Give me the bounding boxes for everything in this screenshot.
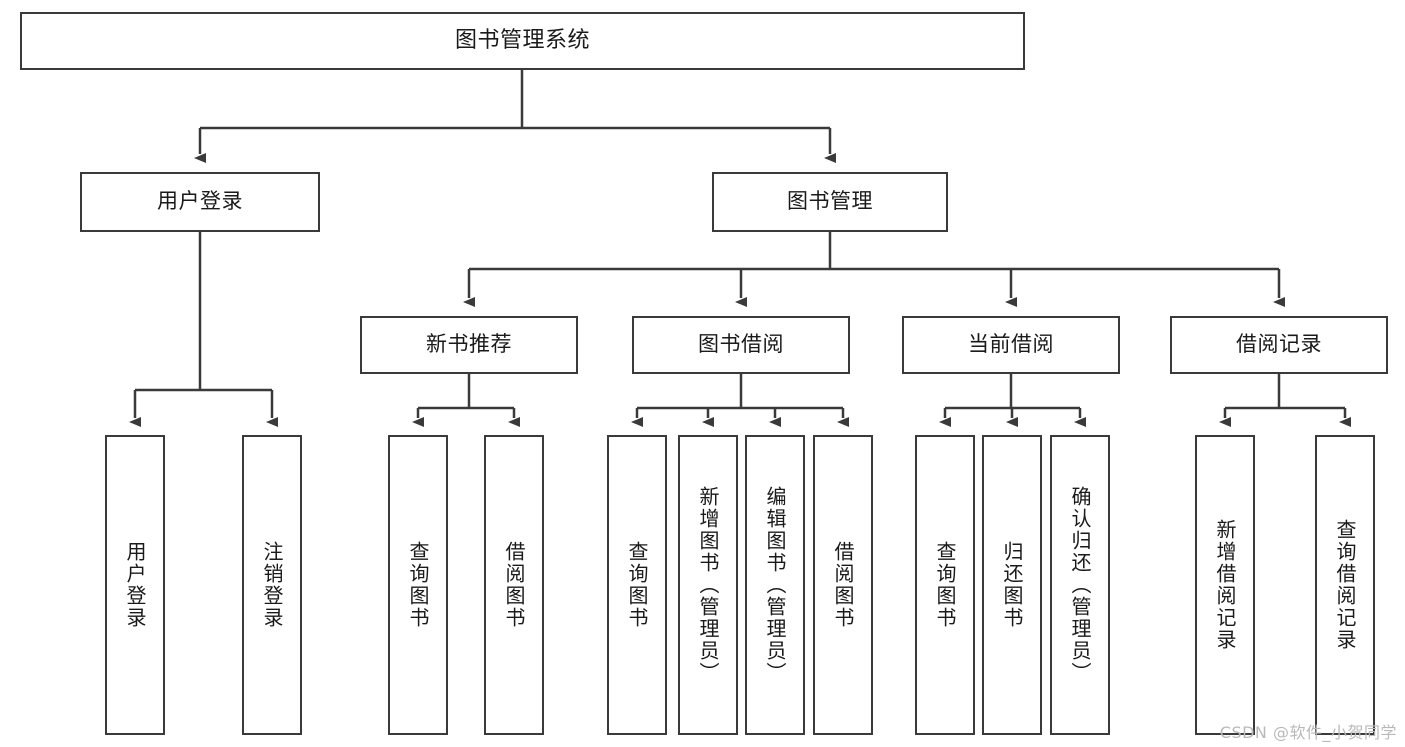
node-leaf-logout[interactable]: 注销登录 <box>242 435 302 735</box>
node-leaf-add-book[interactable]: 新增图书（管理员） <box>678 435 738 735</box>
node-label: 借阅图书 <box>831 541 855 629</box>
node-leaf-borrow-book-1[interactable]: 借阅图书 <box>484 435 544 735</box>
node-borrow-record[interactable]: 借阅记录 <box>1170 316 1388 374</box>
node-leaf-borrow-book-2[interactable]: 借阅图书 <box>813 435 873 735</box>
node-leaf-edit-book[interactable]: 编辑图书（管理员） <box>745 435 805 735</box>
node-leaf-user-login[interactable]: 用户登录 <box>105 435 165 735</box>
node-label: 查询图书 <box>625 541 649 629</box>
node-new-book-rec[interactable]: 新书推荐 <box>360 316 578 374</box>
node-label: 新书推荐 <box>426 332 512 357</box>
node-label: 图书管理 <box>787 189 873 214</box>
node-user-login[interactable]: 用户登录 <box>80 172 320 232</box>
node-label: 注销登录 <box>260 541 284 629</box>
node-label: 查询图书 <box>406 541 430 629</box>
node-label: 归还图书 <box>1000 541 1024 629</box>
node-label: 图书借阅 <box>698 332 784 357</box>
node-label: 借阅记录 <box>1236 332 1322 357</box>
node-current-borrow[interactable]: 当前借阅 <box>902 316 1120 374</box>
node-label: 当前借阅 <box>968 332 1054 357</box>
node-leaf-query-book-2[interactable]: 查询图书 <box>607 435 667 735</box>
node-label: 新增图书（管理员） <box>696 486 720 684</box>
node-label: 查询图书 <box>933 541 957 629</box>
node-book-borrow[interactable]: 图书借阅 <box>632 316 850 374</box>
node-label: 用户登录 <box>123 541 147 629</box>
node-label: 用户登录 <box>157 189 243 214</box>
node-leaf-query-book-1[interactable]: 查询图书 <box>388 435 448 735</box>
node-leaf-add-record[interactable]: 新增借阅记录 <box>1195 435 1255 735</box>
node-root[interactable]: 图书管理系统 <box>20 12 1025 70</box>
node-label: 编辑图书（管理员） <box>763 486 787 684</box>
node-leaf-return-book[interactable]: 归还图书 <box>982 435 1042 735</box>
node-label: 确认归还（管理员） <box>1068 486 1092 684</box>
node-leaf-query-book-3[interactable]: 查询图书 <box>915 435 975 735</box>
node-label: 图书管理系统 <box>454 27 590 53</box>
node-leaf-query-record[interactable]: 查询借阅记录 <box>1315 435 1375 735</box>
node-label: 新增借阅记录 <box>1213 519 1237 651</box>
node-book-manage[interactable]: 图书管理 <box>712 172 948 232</box>
node-label: 借阅图书 <box>502 541 526 629</box>
node-label: 查询借阅记录 <box>1333 519 1357 651</box>
node-leaf-confirm-ret[interactable]: 确认归还（管理员） <box>1050 435 1110 735</box>
